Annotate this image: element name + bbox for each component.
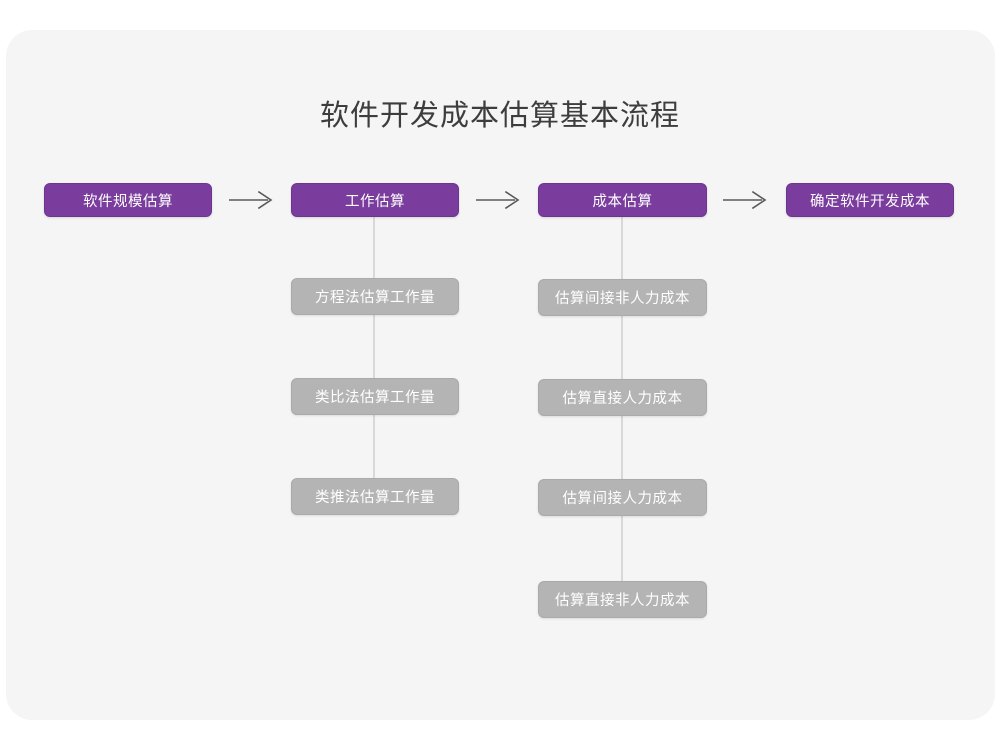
page-title: 软件开发成本估算基本流程 [319, 100, 680, 132]
branch-node-label: 估算直接非人力成本 [555, 593, 690, 609]
branch-node-b1c1[interactable]: 方程法估算工作量 [291, 278, 459, 315]
branch-node-label: 估算间接人力成本 [562, 491, 683, 507]
connector-line [373, 217, 375, 515]
flow-node-step4[interactable]: 确定软件开发成本 [786, 183, 954, 217]
branch-node-b2c3[interactable]: 估算间接人力成本 [538, 479, 707, 516]
flow-node-label: 确定软件开发成本 [810, 193, 930, 210]
branch-node-b1c3[interactable]: 类推法估算工作量 [291, 478, 459, 515]
flow-node-label: 成本估算 [592, 193, 653, 210]
branch-node-b2c2[interactable]: 估算直接人力成本 [538, 379, 707, 416]
branch-node-b1c2[interactable]: 类比法估算工作量 [291, 378, 459, 415]
diagram-card [6, 30, 995, 720]
branch-node-b2c4[interactable]: 估算直接非人力成本 [538, 581, 707, 618]
flow-node-label: 软件规模估算 [83, 193, 173, 210]
branch-node-label: 类推法估算工作量 [315, 490, 435, 506]
arrow-right-icon [228, 188, 274, 212]
flow-node-step1[interactable]: 软件规模估算 [44, 183, 212, 217]
branch-node-label: 类比法估算工作量 [315, 390, 435, 406]
branch-node-label: 估算直接人力成本 [562, 391, 683, 407]
branch-node-b2c1[interactable]: 估算间接非人力成本 [538, 279, 707, 316]
arrow-right-icon [475, 188, 521, 212]
flow-node-step3[interactable]: 成本估算 [538, 183, 707, 217]
branch-node-label: 估算间接非人力成本 [555, 291, 690, 307]
arrow-right-icon [722, 188, 768, 212]
flow-node-step2[interactable]: 工作估算 [291, 183, 459, 217]
branch-node-label: 方程法估算工作量 [315, 290, 435, 306]
flow-node-label: 工作估算 [345, 193, 405, 210]
connector-line [621, 217, 623, 618]
